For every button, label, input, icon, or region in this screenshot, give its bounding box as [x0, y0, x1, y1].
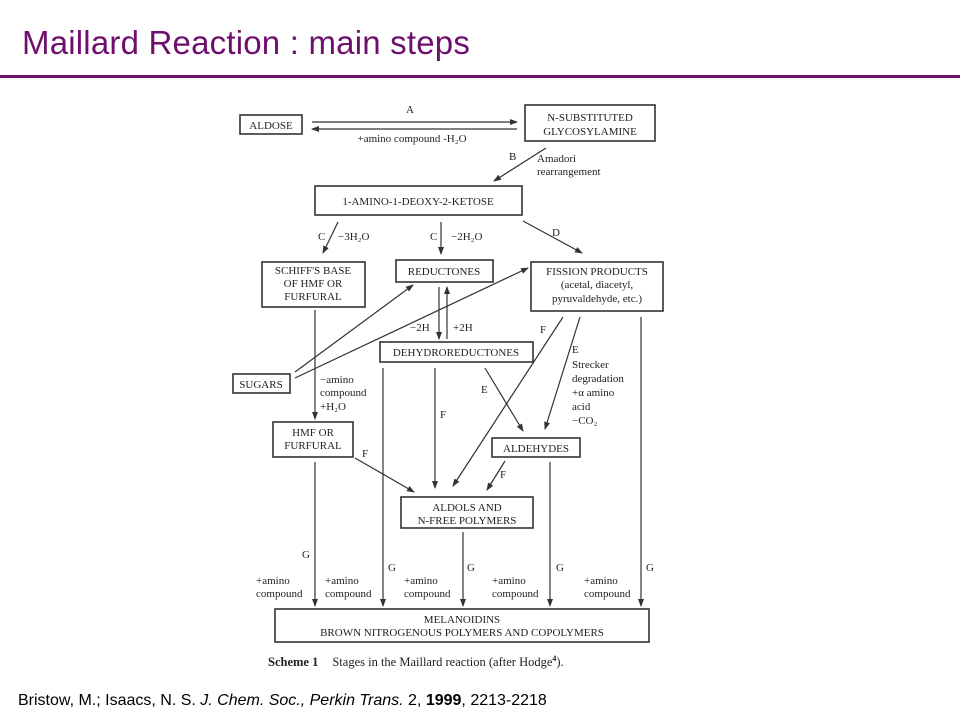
label-plus-amino-3b: compound [404, 588, 451, 600]
label-minus-3h2o: −3H₂O [338, 231, 369, 243]
svg-text:ALDOLS AND: ALDOLS AND [432, 502, 501, 514]
svg-text:SUGARS: SUGARS [239, 379, 282, 391]
label-strecker-5: −CO₂ [572, 415, 597, 427]
svg-text:HMF OR: HMF OR [292, 427, 335, 439]
label-plus-amino-5a: +amino [584, 575, 618, 587]
label-amadori-2: rearrangement [537, 166, 601, 178]
slide-title: Maillard Reaction : main steps [22, 24, 471, 61]
label-plus-amino-4b: compound [492, 588, 539, 600]
svg-text:SCHIFF'S BASE: SCHIFF'S BASE [275, 265, 352, 277]
arrows [294, 119, 644, 607]
arrow-f-fission-aldols [452, 316, 564, 487]
reaction-labels: A +amino compound -H₂O B Amadori rearran… [256, 104, 654, 600]
node-melanoidins: MELANOIDINS BROWN NITROGENOUS POLYMERS A… [274, 608, 650, 643]
svg-text:FISSION PRODUCTS: FISSION PRODUCTS [546, 266, 648, 278]
title-underline [0, 75, 960, 78]
svg-text:REDUCTONES: REDUCTONES [408, 266, 481, 278]
label-f-fission: F [540, 324, 546, 336]
svg-text:N-SUBSTITUTED: N-SUBSTITUTED [547, 112, 633, 124]
label-plus-amino-2a: +amino [325, 575, 359, 587]
node-aldose: ALDOSE [239, 114, 303, 135]
node-reductones: REDUCTONES [395, 259, 494, 283]
label-plus-amino-1b: compound [256, 588, 303, 600]
svg-text:N-FREE POLYMERS: N-FREE POLYMERS [418, 515, 517, 527]
svg-text:ALDEHYDES: ALDEHYDES [503, 443, 569, 455]
label-plus-amino-4a: +amino [492, 575, 526, 587]
label-f-hmf: F [362, 448, 368, 460]
node-glycosylamine: N-SUBSTITUTED GLYCOSYLAMINE [524, 104, 656, 142]
label-minus-amino-1: −amino [320, 374, 354, 386]
label-b: B [509, 151, 516, 163]
label-amadori-1: Amadori [537, 153, 576, 165]
label-g-2: G [388, 562, 396, 574]
svg-text:OF HMF OR: OF HMF OR [284, 278, 343, 290]
arrow-sugars-fission [294, 267, 529, 379]
label-e-strecker: E [572, 344, 579, 356]
label-c1: C [318, 231, 325, 243]
arrow-e-dehydro-aldehydes [484, 367, 524, 432]
label-d: D [552, 227, 560, 239]
svg-text:MELANOIDINS: MELANOIDINS [424, 614, 500, 626]
node-fission-products: FISSION PRODUCTS (acetal, diacetyl, pyru… [530, 261, 664, 312]
label-strecker-1: Strecker [572, 359, 609, 371]
arrow-c-schiff [322, 221, 339, 254]
svg-text:ALDOSE: ALDOSE [249, 120, 293, 132]
node-aldols: ALDOLS AND N-FREE POLYMERS [400, 496, 534, 529]
label-plus-amino-1a: +amino [256, 575, 290, 587]
label-plus-amino-3a: +amino [404, 575, 438, 587]
citation: Bristow, M.; Isaacs, N. S. J. Chem. Soc.… [18, 692, 547, 709]
node-aldehydes: ALDEHYDES [491, 437, 581, 458]
svg-text:FURFURAL: FURFURAL [284, 440, 342, 452]
label-minus-2h: −2H [410, 322, 430, 334]
node-ketose: 1-AMINO-1-DEOXY-2-KETOSE [314, 185, 523, 216]
arrow-f-hmf-aldols [354, 457, 415, 493]
node-schiff-base: SCHIFF'S BASE OF HMF OR FURFURAL [261, 261, 366, 308]
label-strecker-2: degradation [572, 373, 624, 385]
arrow-d [522, 220, 583, 254]
svg-text:DEHYDROREDUCTONES: DEHYDROREDUCTONES [393, 347, 519, 359]
label-g-5: G [646, 562, 654, 574]
label-plus-2h: +2H [453, 322, 473, 334]
node-sugars: SUGARS [232, 373, 291, 394]
label-plus-amino-5b: compound [584, 588, 631, 600]
label-minus-amino-2: compound [320, 387, 367, 399]
label-f-aldehydes: F [500, 469, 506, 481]
label-a: A [406, 104, 414, 116]
label-plus-amino-2b: compound [325, 588, 372, 600]
svg-text:BROWN NITROGENOUS POLYMERS AND: BROWN NITROGENOUS POLYMERS AND COPOLYMER… [320, 627, 604, 639]
svg-text:1-AMINO-1-DEOXY-2-KETOSE: 1-AMINO-1-DEOXY-2-KETOSE [342, 196, 494, 208]
label-e-dehydro: E [481, 384, 488, 396]
arrow-e-fission-aldehydes [544, 316, 581, 430]
node-dehydroreductones: DEHYDROREDUCTONES [379, 341, 534, 363]
label-minus-2h2o: −2H₂O [451, 231, 482, 243]
arrow-f-aldehydes-aldols [486, 460, 506, 491]
label-minus-amino-3: +H₂O [320, 401, 346, 413]
label-c2: C [430, 231, 437, 243]
label-f-dehydro: F [440, 409, 446, 421]
arrow-b [493, 147, 547, 182]
svg-text:FURFURAL: FURFURAL [284, 291, 342, 303]
svg-text:(acetal, diacetyl,: (acetal, diacetyl, [561, 279, 634, 291]
label-amino-water: +amino compound -H₂O [357, 133, 466, 145]
label-g-3: G [467, 562, 475, 574]
label-g-1: G [302, 549, 310, 561]
label-strecker-4: acid [572, 401, 591, 413]
svg-text:pyruvaldehyde, etc.): pyruvaldehyde, etc.) [552, 293, 642, 305]
label-g-4: G [556, 562, 564, 574]
label-strecker-3: +α amino [572, 387, 615, 399]
svg-text:GLYCOSYLAMINE: GLYCOSYLAMINE [543, 126, 637, 138]
node-hmf-furfural: HMF OR FURFURAL [272, 421, 354, 458]
